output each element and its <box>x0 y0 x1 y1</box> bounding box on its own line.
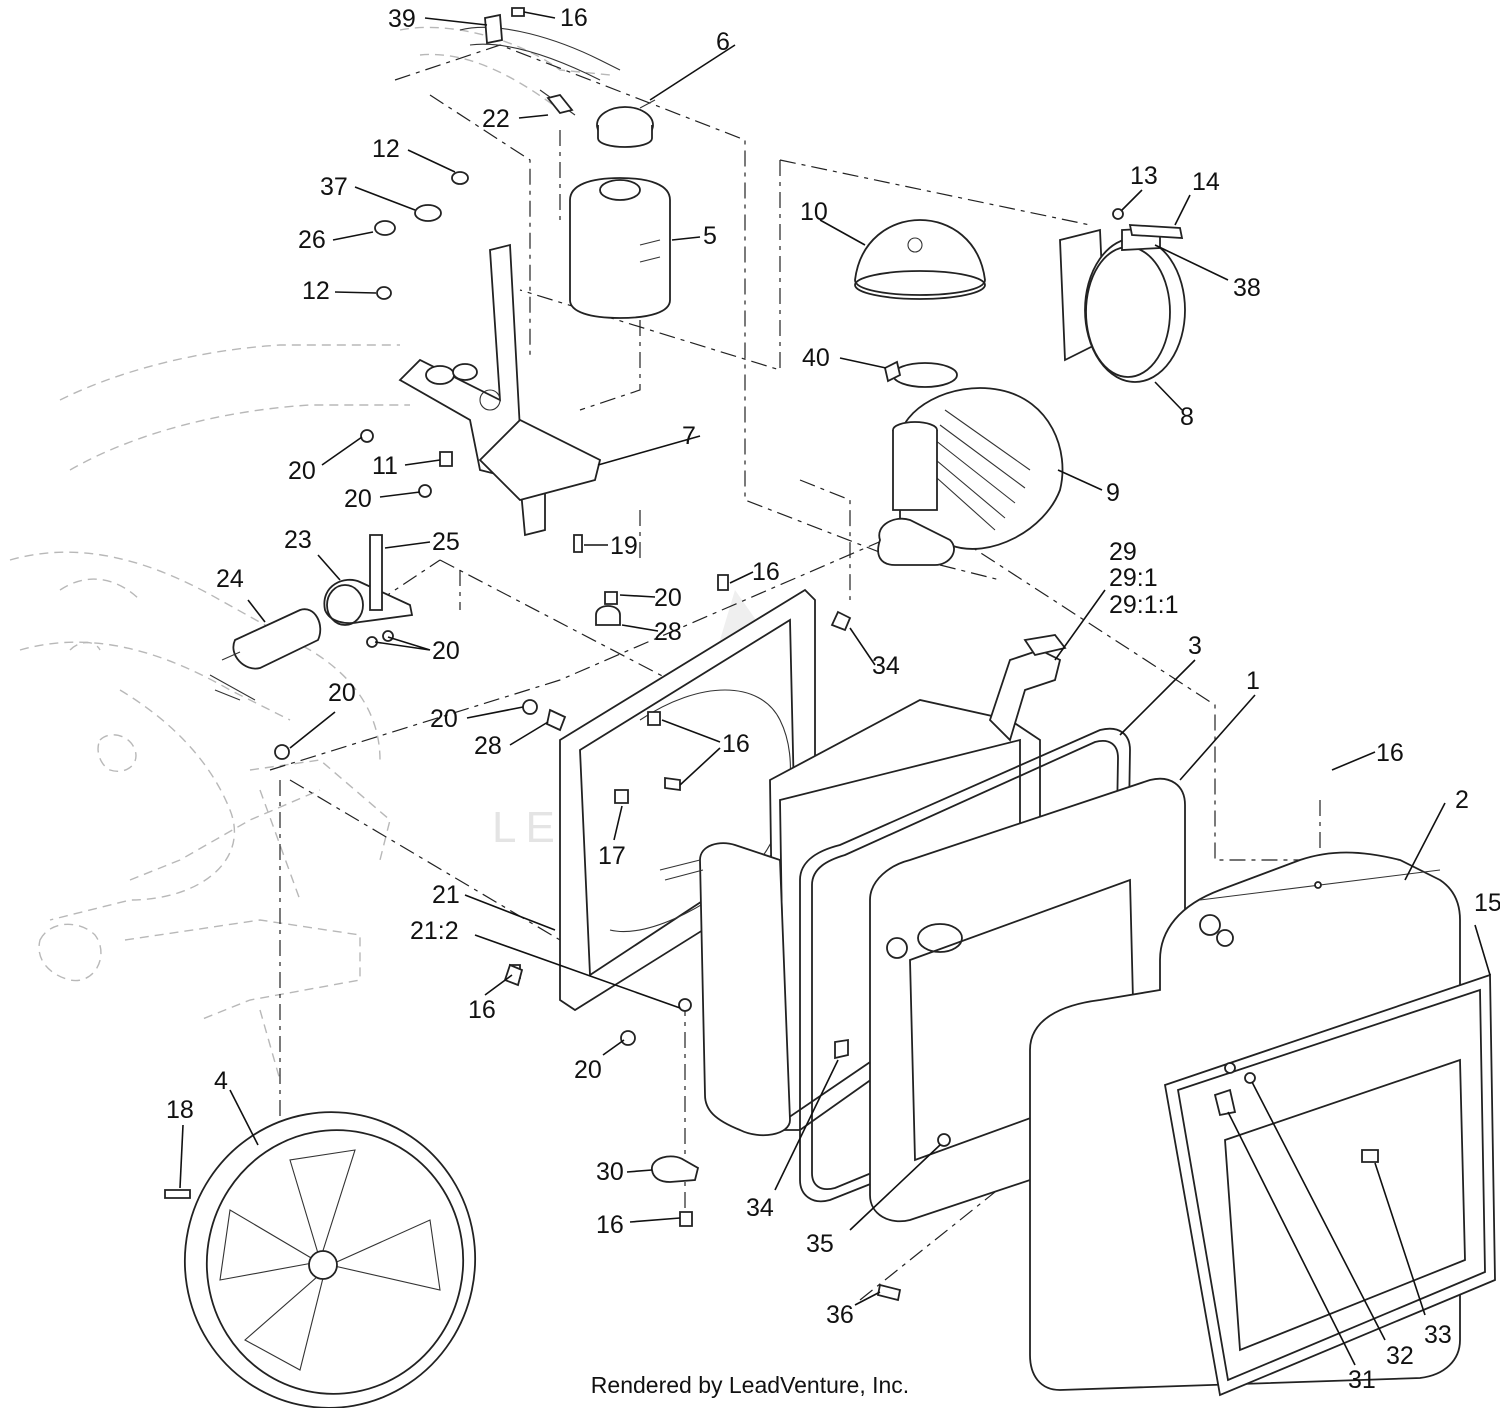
label-25: 25 <box>432 528 460 556</box>
label-16-left: 16 <box>468 996 496 1024</box>
label-8: 8 <box>1180 403 1194 431</box>
label-16-bottom: 16 <box>596 1211 624 1239</box>
label-20-b: 20 <box>344 485 372 513</box>
part-6-cap <box>596 99 656 148</box>
label-17: 17 <box>598 842 626 870</box>
hardware-13-14 <box>1112 208 1184 239</box>
part-40-clamp <box>883 360 958 388</box>
label-5: 5 <box>703 222 717 250</box>
label-9: 9 <box>1106 479 1120 507</box>
label-23: 23 <box>284 526 312 554</box>
label-16-mid: 16 <box>752 558 780 586</box>
hardware-30 <box>503 963 902 1302</box>
part-10-filter-cap <box>854 219 986 300</box>
label-1: 1 <box>1246 667 1260 695</box>
label-4: 4 <box>214 1067 228 1095</box>
label-16-tank: 16 <box>1376 739 1404 767</box>
label-16-shroud: 16 <box>722 730 750 758</box>
label-20-d: 20 <box>654 584 682 612</box>
label-7: 7 <box>682 422 696 450</box>
label-20-g: 20 <box>574 1056 602 1084</box>
label-33: 33 <box>1424 1321 1452 1349</box>
part-8-band <box>1059 227 1186 383</box>
label-28-lower: 28 <box>474 732 502 760</box>
label-12-lower: 12 <box>302 277 330 305</box>
label-18: 18 <box>166 1096 194 1124</box>
label-11: 11 <box>372 452 398 480</box>
label-38: 38 <box>1233 274 1261 302</box>
footer-credit: Rendered by LeadVenture, Inc. <box>590 1372 910 1398</box>
label-39: 39 <box>388 5 416 33</box>
label-12-upper: 12 <box>372 135 400 163</box>
label-20-a: 20 <box>288 457 316 485</box>
label-21: 21 <box>432 881 460 909</box>
label-30: 30 <box>596 1158 624 1186</box>
label-6: 6 <box>716 28 730 56</box>
label-22: 22 <box>482 105 510 133</box>
label-29-1-1: 29:1:1 <box>1109 591 1179 619</box>
label-20-e: 20 <box>328 679 356 707</box>
part-7-bracket <box>398 243 602 537</box>
label-29: 29 <box>1109 538 1137 566</box>
label-3: 3 <box>1188 632 1202 660</box>
label-34-upper: 34 <box>872 652 900 680</box>
part-23-clamp <box>323 578 414 626</box>
label-29-1: 29:1 <box>1109 564 1158 592</box>
label-40: 40 <box>802 344 830 372</box>
part-labels: 39 16 6 22 12 37 26 12 5 13 14 10 38 8 4… <box>166 4 1500 1394</box>
label-21-2: 21:2 <box>410 917 459 945</box>
part-25-bolt <box>366 534 394 648</box>
label-2: 2 <box>1455 786 1469 814</box>
part-4-fan <box>164 1111 477 1408</box>
label-32: 32 <box>1386 1342 1414 1370</box>
label-26: 26 <box>298 226 326 254</box>
label-15: 15 <box>1474 889 1500 917</box>
label-10: 10 <box>800 198 828 226</box>
label-28-upper: 28 <box>654 618 682 646</box>
hose-assembly <box>459 7 621 116</box>
small-hardware-top-left <box>360 171 583 553</box>
part-24-fuel-filter <box>209 608 322 701</box>
label-19: 19 <box>610 532 638 560</box>
label-34-lower: 34 <box>746 1194 774 1222</box>
label-24: 24 <box>216 565 244 593</box>
leader-lines <box>179 11 1491 1366</box>
label-31: 31 <box>1348 1366 1376 1394</box>
label-20-c: 20 <box>432 637 460 665</box>
hardware-31-33 <box>1213 1062 1379 1163</box>
label-16-top: 16 <box>560 4 588 32</box>
label-37: 37 <box>320 173 348 201</box>
label-20-f: 20 <box>430 705 458 733</box>
label-13: 13 <box>1130 162 1158 190</box>
label-14: 14 <box>1192 168 1220 196</box>
label-36: 36 <box>826 1301 854 1329</box>
part-9-air-cleaner <box>877 387 1064 566</box>
label-35: 35 <box>806 1230 834 1258</box>
part-5-reservoir <box>569 177 671 319</box>
